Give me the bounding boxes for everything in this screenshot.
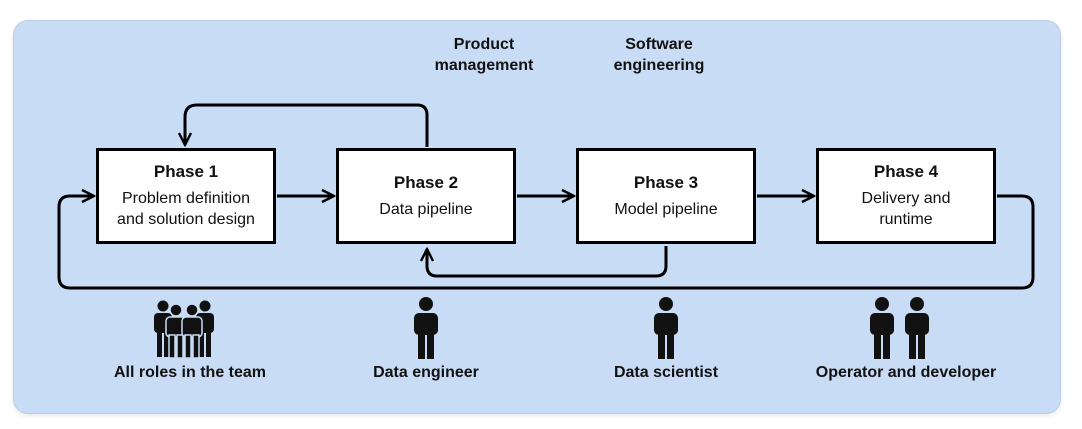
role-label-data-engineer: Data engineer bbox=[373, 364, 479, 381]
phase-3-title: Phase 3 bbox=[633, 172, 699, 192]
arrow-phase4-back-to-phase1 bbox=[57, 196, 1035, 290]
arrow-phase2-back-to-phase1 bbox=[185, 103, 429, 147]
data-scientist-person-icon bbox=[654, 297, 678, 359]
role-label-all-roles: All roles in the team bbox=[113, 364, 267, 381]
team-group-icon bbox=[154, 300, 214, 359]
phase-1-description: Problem definition and solution design bbox=[117, 190, 255, 228]
role-label-operator-developer: Operator and developer bbox=[815, 364, 997, 381]
operator-person-icon bbox=[870, 297, 894, 359]
product-management-label: Product management bbox=[434, 36, 534, 74]
phase-4-title: Phase 4 bbox=[873, 162, 939, 181]
data-engineer-person-icon bbox=[414, 297, 438, 359]
role-label-data-scientist: Data scientist bbox=[613, 364, 719, 381]
phase-1-box: Phase 1 Problem definition and solution … bbox=[96, 148, 276, 244]
developer-person-icon bbox=[905, 297, 929, 359]
phase-4-box: Phase 4 Delivery and runtime bbox=[816, 148, 996, 244]
software-engineering-label: Software engineering bbox=[613, 36, 705, 74]
phase-2-description: Data pipeline bbox=[379, 200, 473, 218]
phase-2-box: Phase 2 Data pipeline bbox=[336, 148, 516, 244]
phase-4-description: Delivery and runtime bbox=[861, 190, 951, 228]
arrow-phase3-back-to-phase2 bbox=[427, 246, 668, 278]
phase-2-title: Phase 2 bbox=[393, 172, 459, 192]
phase-3-description: Model pipeline bbox=[614, 200, 718, 218]
phase-3-box: Phase 3 Model pipeline bbox=[576, 148, 756, 244]
phase-1-title: Phase 1 bbox=[153, 162, 219, 181]
